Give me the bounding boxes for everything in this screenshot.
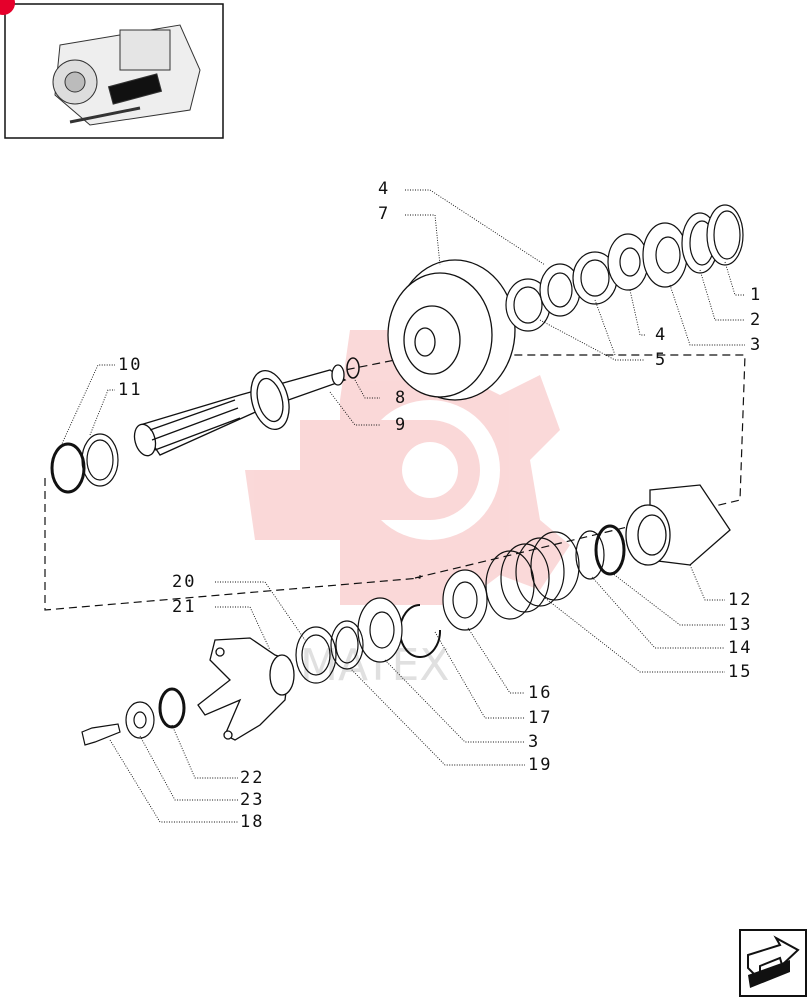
sleeve-12 [625,484,731,566]
callout-10: 10 [118,355,142,375]
callout-3-upper: 3 [750,335,762,355]
callout-1: 1 [750,285,762,305]
callout-22: 22 [240,768,264,788]
callout-11: 11 [118,380,142,400]
ring-20 [295,626,337,684]
snap-ring-1 [706,204,744,266]
callout-labels: 4 7 1 2 3 4 5 8 9 10 11 12 13 14 15 16 1… [118,179,762,832]
thumbnail-frame[interactable] [0,0,224,139]
o-ring-13 [594,524,626,576]
callout-6: 4 [378,179,390,199]
spacer-6 [539,263,581,317]
callout-4: 4 [655,325,667,345]
callout-15: 15 [728,662,752,682]
leader-lines [59,189,745,823]
helical-gear-7 [387,259,516,401]
callout-9: 9 [395,415,407,435]
circlip-10 [50,442,86,494]
snap-ring-14 [575,530,605,580]
callout-13: 13 [728,615,752,635]
ring-3 [642,222,688,288]
o-ring-8 [346,357,360,379]
callout-12: 12 [728,590,752,610]
washer-4 [607,233,649,291]
callout-14: 14 [728,638,752,658]
callout-7: 7 [378,204,390,224]
callout-17: 17 [528,708,552,728]
callout-2: 2 [750,310,762,330]
callout-23: 23 [240,790,264,810]
spring-15 [485,531,580,620]
bolt-18 [81,723,121,746]
callout-8: 8 [395,388,407,408]
corner-marker-icon [0,0,15,15]
ring-11 [81,433,119,487]
ring-19 [330,620,364,670]
watermark-gear-logo [245,330,570,605]
needle-bearing-5b [572,251,618,305]
washer-23 [125,701,155,739]
callout-19: 19 [528,755,552,775]
callout-20: 20 [172,572,196,592]
callout-18: 18 [240,812,264,832]
transmission-assembly-thumbnail [52,24,201,126]
callout-3-lower: 3 [528,732,540,752]
o-ring-22 [158,687,186,729]
callout-5: 5 [655,350,667,370]
disc-16 [442,569,488,631]
ring-3-lower [357,597,403,663]
callout-21: 21 [172,597,196,617]
yoke-21 [197,637,295,741]
retaining-ring-17 [399,604,442,658]
splined-shaft [133,364,347,457]
needle-bearing-5a [505,278,551,332]
next-page-arrow-icon[interactable] [739,929,807,997]
callout-16: 16 [528,683,552,703]
